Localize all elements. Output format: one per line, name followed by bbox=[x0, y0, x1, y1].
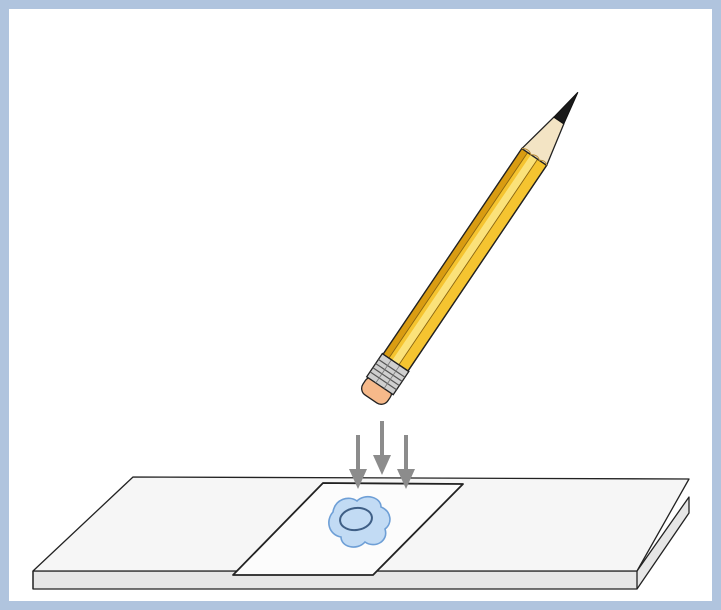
coverslip-placement-diagram bbox=[9, 9, 712, 601]
pencil-icon bbox=[358, 83, 591, 408]
down-arrow-middle bbox=[373, 421, 391, 475]
pencil-body bbox=[383, 149, 547, 371]
pencil-lead bbox=[554, 89, 583, 124]
